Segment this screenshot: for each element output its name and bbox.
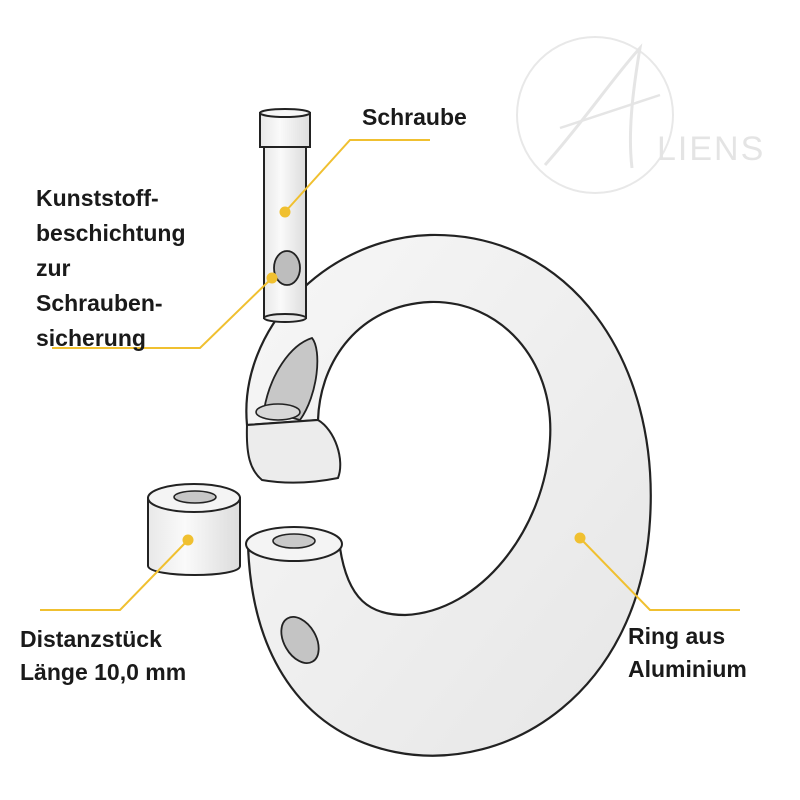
label-coating-line-2: beschichtung	[36, 220, 186, 246]
label-screw-line-1: Schraube	[362, 104, 467, 130]
label-spacer-line-2: Länge 10,0 mm	[20, 659, 187, 685]
leader-coating	[52, 277, 273, 349]
spacer-bore	[173, 490, 217, 504]
ring-lower-bore	[272, 533, 316, 549]
watermark-text: LIENS	[657, 130, 765, 168]
spacer	[147, 483, 241, 576]
leader-dot-spacer	[182, 534, 194, 546]
label-coating-line-3: zur	[36, 255, 71, 281]
watermark-mark-bar	[559, 93, 661, 130]
ring-screw-hole-upper	[262, 336, 319, 422]
leader-spacer	[40, 539, 189, 611]
label-ring-line-2: Aluminium	[628, 656, 747, 682]
ring-upper-end	[245, 418, 342, 484]
leader-dots	[182, 206, 586, 546]
leader-screw	[284, 139, 430, 213]
leader-dot-coating	[266, 272, 278, 284]
watermark-mark: A	[0, 0, 1, 1]
aluminium-ring	[245, 233, 652, 757]
watermark-circle	[516, 36, 674, 194]
label-ring-line-1: Ring aus	[628, 623, 726, 649]
screw-head-top	[259, 108, 311, 118]
screw-head	[259, 112, 311, 148]
leader-dot-ring	[574, 532, 586, 544]
ring-body	[245, 233, 652, 757]
leader-dot-screw	[279, 206, 291, 218]
label-screw: Schraube	[362, 101, 467, 134]
label-spacer: Distanzstück Länge 10,0 mm	[20, 623, 186, 689]
screw-shaft	[263, 139, 307, 319]
watermark-mark-stroke	[543, 43, 643, 169]
label-coating-line-4: Schrauben-	[36, 290, 163, 316]
spacer-body	[147, 497, 241, 576]
screw-plastic-coating	[273, 250, 301, 286]
label-coating-line-5: sicherung	[36, 325, 146, 351]
watermark-logo: A LIENS	[0, 0, 765, 194]
ring-upper-bore	[255, 403, 301, 421]
screw-bottom	[263, 313, 307, 323]
leader-lines	[40, 139, 740, 611]
label-spacer-line-1: Distanzstück	[20, 626, 162, 652]
screw	[259, 108, 311, 323]
leader-ring	[579, 537, 740, 611]
label-ring: Ring aus Aluminium	[628, 620, 747, 686]
label-coating-line-1: Kunststoff-	[36, 185, 159, 211]
ring-screw-hole-lower	[280, 616, 320, 664]
label-coating: Kunststoff- beschichtung zur Schrauben- …	[36, 181, 186, 356]
